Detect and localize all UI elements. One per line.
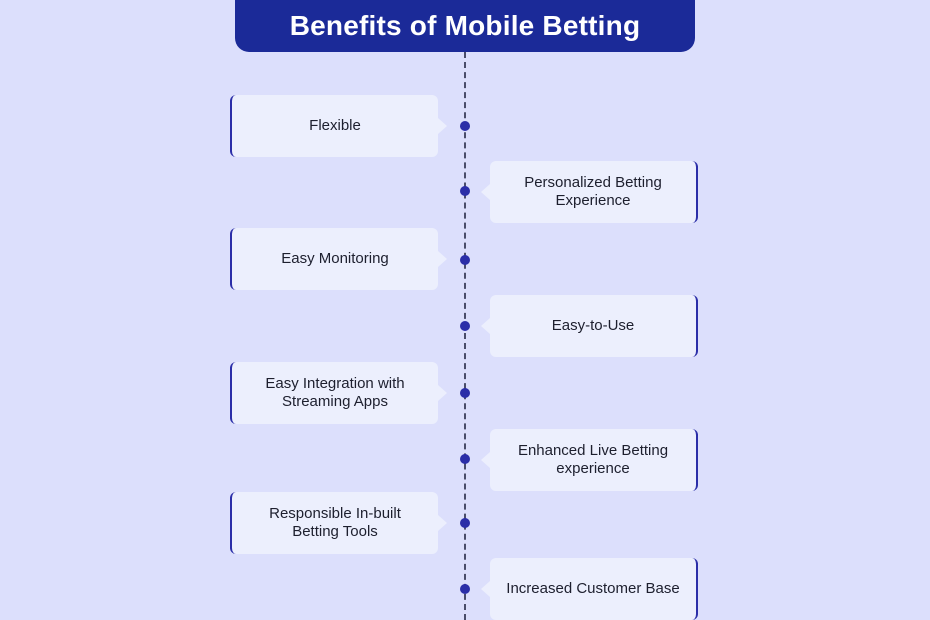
benefit-card-responsible-tools: Responsible In-built Betting Tools <box>230 492 447 554</box>
timeline-line <box>464 52 466 620</box>
benefit-label: Easy Monitoring <box>281 250 389 267</box>
timeline-dot <box>460 454 470 464</box>
benefit-label: Personalized Betting Experience <box>524 174 662 209</box>
timeline-dot <box>460 388 470 398</box>
benefit-label: Easy-to-Use <box>551 317 635 334</box>
benefit-label: Easy Integration with Streaming Apps <box>265 375 405 410</box>
benefit-label: Responsible In-built Betting Tools <box>269 505 401 540</box>
benefit-label: Increased Customer Base <box>506 580 680 597</box>
timeline-dot <box>460 518 470 528</box>
timeline-dot <box>460 121 470 131</box>
benefit-card-easy-to-use: Easy-to-Use <box>481 295 698 357</box>
timeline-dot <box>460 255 470 265</box>
timeline-dot <box>460 321 470 331</box>
benefit-card-easy-monitoring: Easy Monitoring <box>230 228 447 290</box>
benefit-label: Flexible <box>309 117 361 134</box>
benefit-card-live-betting: Enhanced Live Betting experience <box>481 429 698 491</box>
benefit-label: Enhanced Live Betting experience <box>517 442 669 477</box>
timeline-dot <box>460 186 470 196</box>
benefit-card-flexible: Flexible <box>230 95 447 157</box>
benefit-card-customer-base: Increased Customer Base <box>481 558 698 620</box>
benefit-card-streaming-integration: Easy Integration with Streaming Apps <box>230 362 447 424</box>
page-title: Benefits of Mobile Betting <box>235 0 695 52</box>
timeline-dot <box>460 584 470 594</box>
benefit-card-personalized-betting: Personalized Betting Experience <box>481 161 698 223</box>
